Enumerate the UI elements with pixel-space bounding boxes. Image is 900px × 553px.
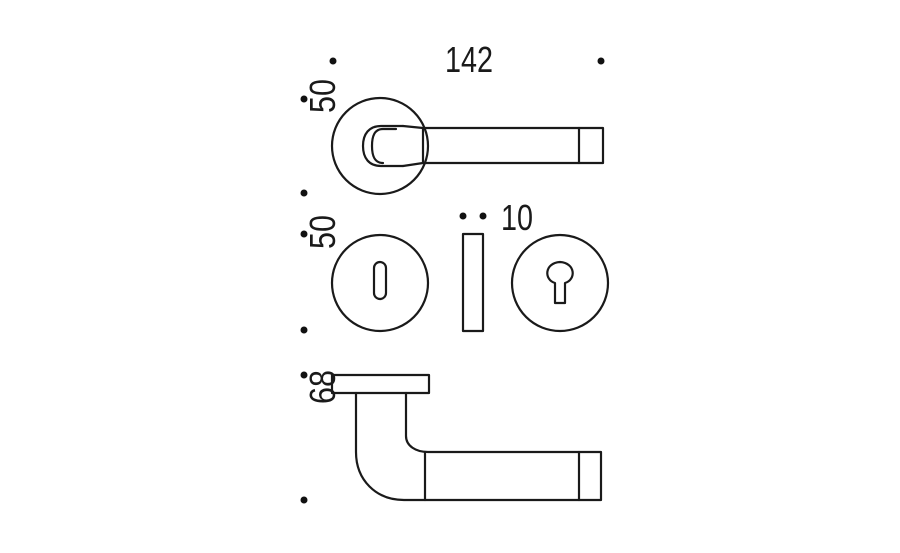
- thickness-marker-left: [459, 212, 467, 220]
- lever-depth-marker-top: [300, 371, 308, 379]
- lever-neck-inner: [370, 127, 398, 165]
- lever-stem-profile: [354, 391, 603, 502]
- rose-height-marker-top: [300, 95, 308, 103]
- escutcheon-cylinder: [510, 233, 610, 333]
- lever-grip-front: [421, 126, 605, 165]
- lever-depth-marker-bottom: [300, 496, 308, 504]
- cylinder-profile-hole: [546, 260, 574, 305]
- escutcheon-side-view: [461, 232, 485, 333]
- lever-grip-seam: [401, 124, 425, 130]
- escutcheon-height-marker-top: [300, 230, 308, 238]
- escutcheon-height-marker-bottom: [300, 326, 308, 334]
- escutcheon-cylinder-outline: [510, 233, 610, 333]
- rose-height-dimension-label: 50: [302, 79, 343, 113]
- rose-outline: [330, 96, 430, 196]
- lever-front-view: [330, 96, 605, 196]
- width-marker-right: [597, 57, 605, 65]
- lever-neck: [361, 124, 405, 168]
- lever-top-view: [330, 373, 603, 502]
- plate-thickness-dimension-label: 10: [501, 197, 533, 238]
- keyhole-slot: [372, 260, 388, 301]
- rose-side-profile: [330, 373, 431, 395]
- escutcheon-height-dimension-label: 50: [302, 215, 343, 249]
- lever-grip-seam-bottom: [401, 161, 425, 168]
- dimension-markers: [300, 57, 605, 504]
- escutcheon-key-outline: [330, 233, 430, 333]
- thickness-marker-right: [479, 212, 487, 220]
- width-dimension-label: 142: [445, 39, 493, 80]
- escutcheon-key: [330, 233, 430, 333]
- escutcheon-side-plate: [461, 232, 485, 333]
- width-marker-left: [329, 57, 337, 65]
- rose-height-marker-bottom: [300, 189, 308, 197]
